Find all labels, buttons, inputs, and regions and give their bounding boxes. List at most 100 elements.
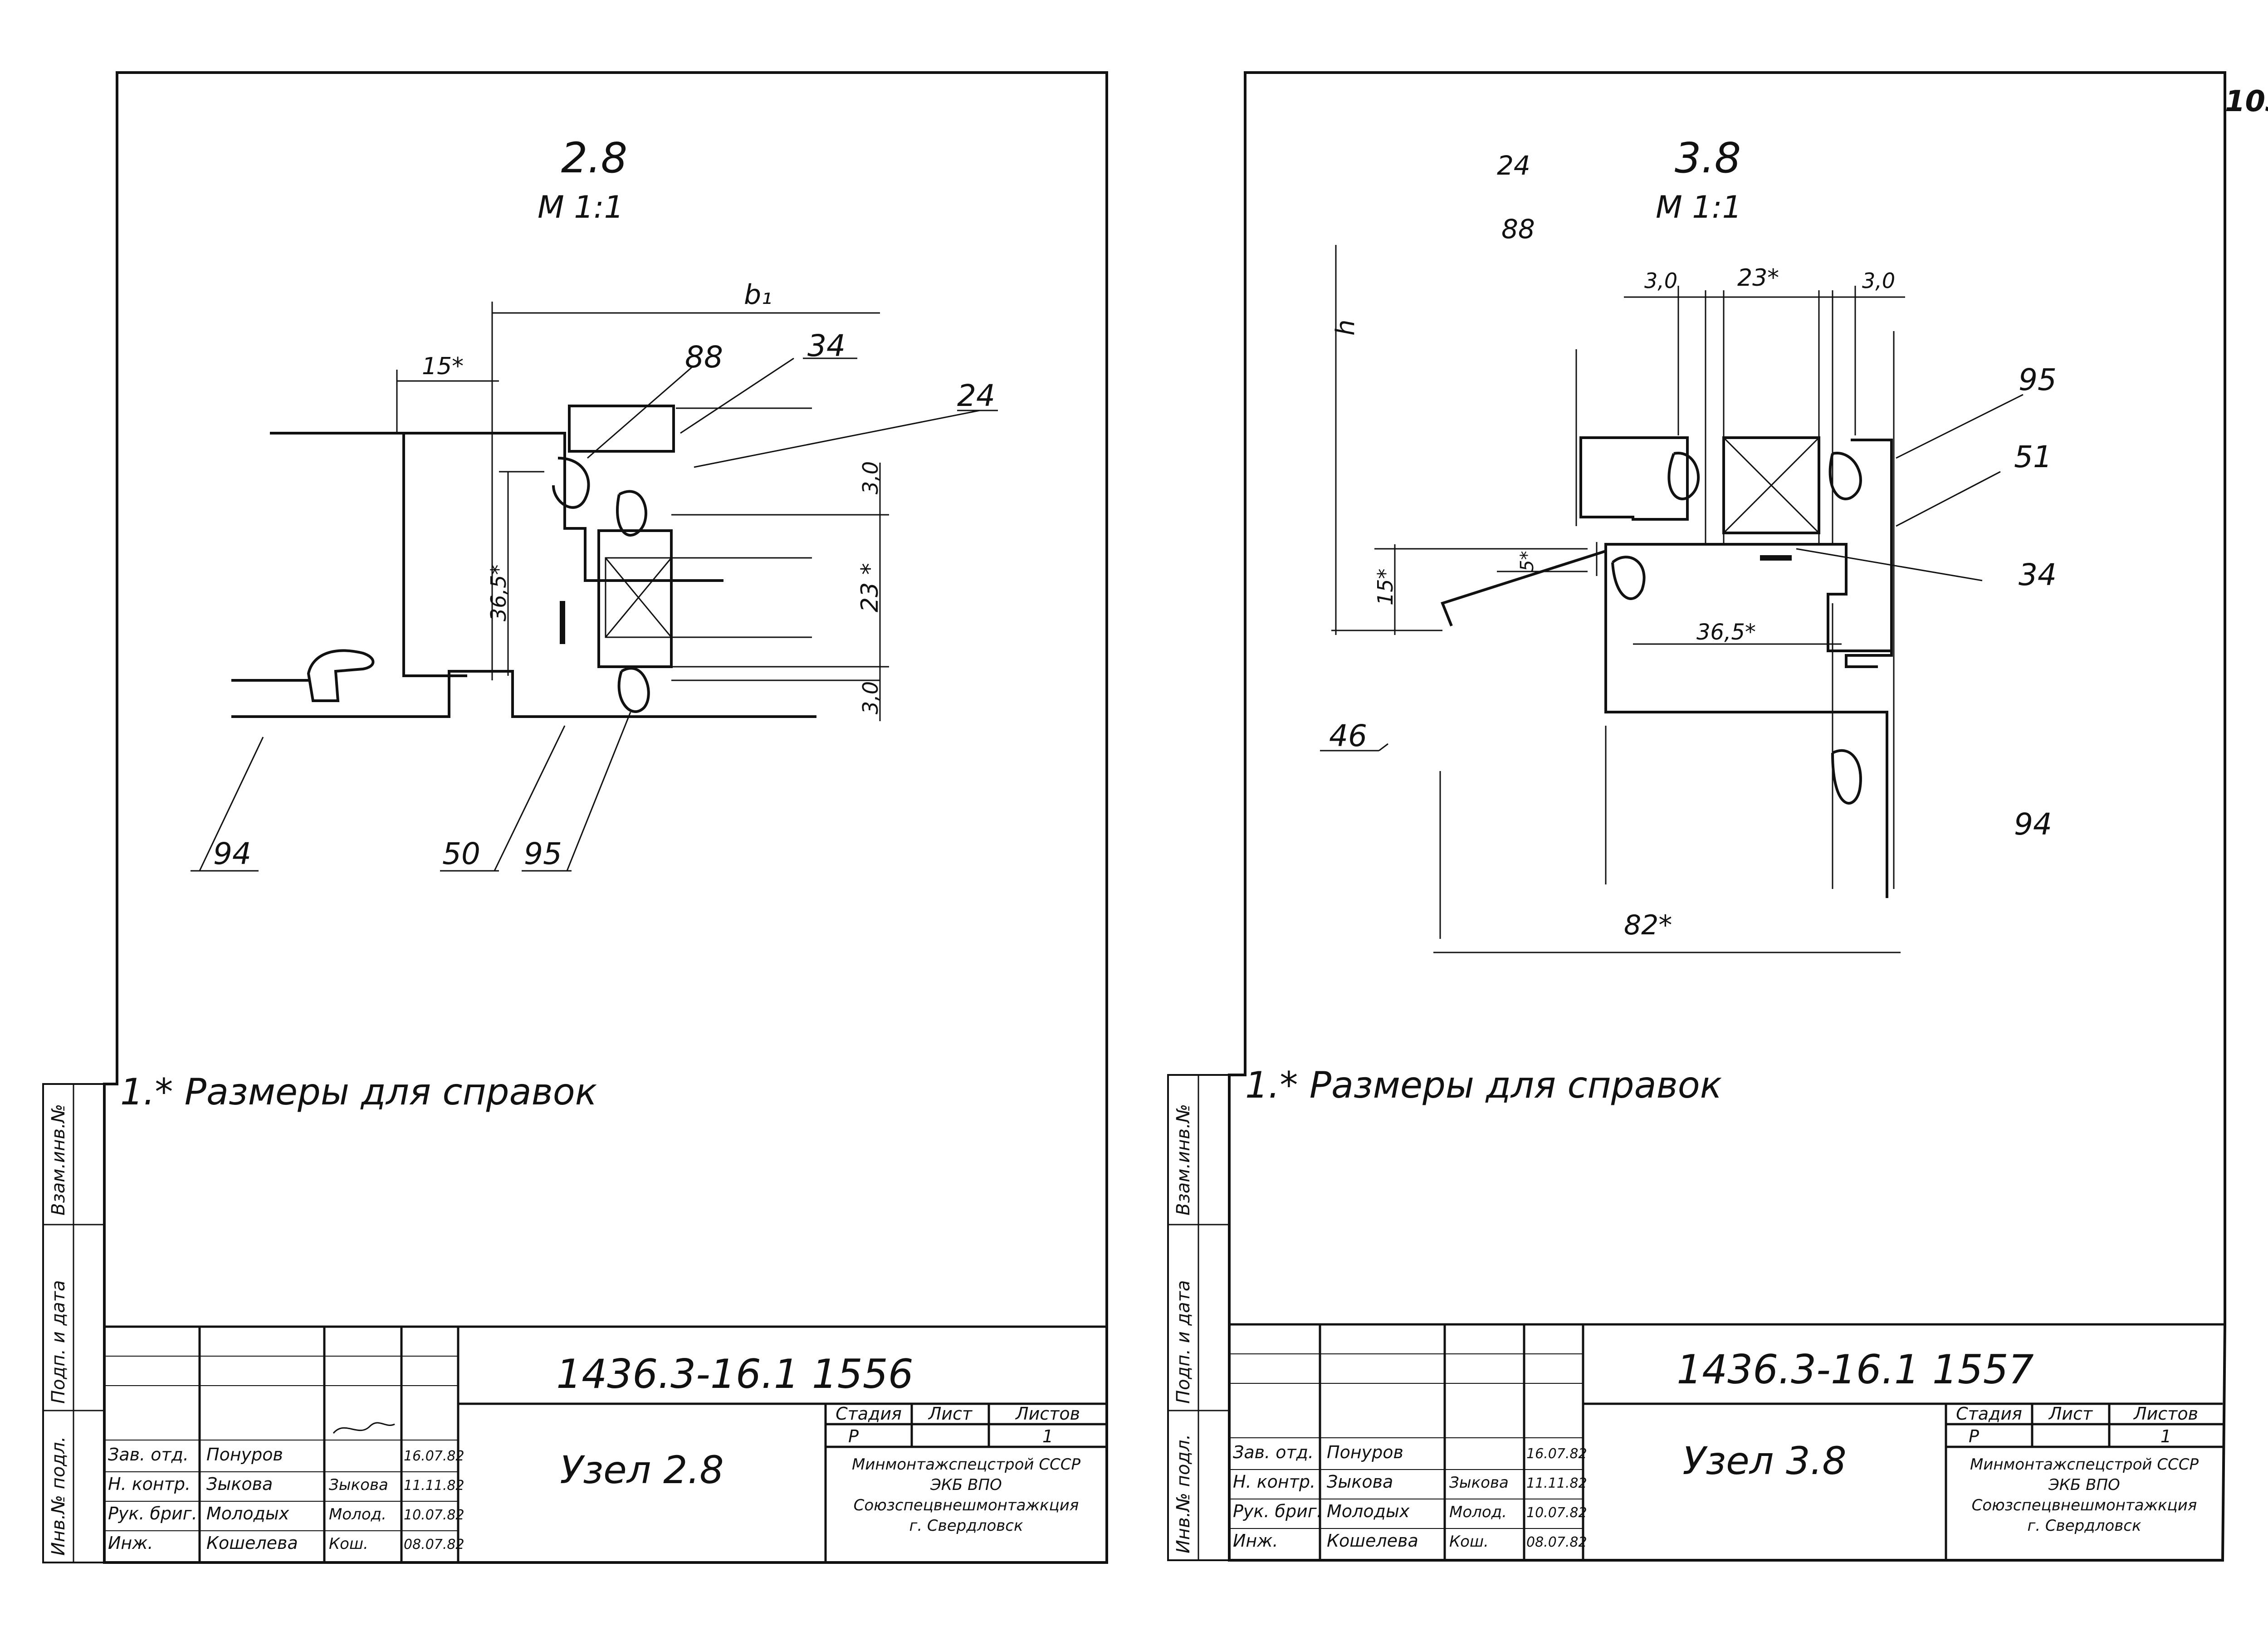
side-label-sign: Подп. и дата	[48, 1280, 69, 1404]
name-1: Понуров	[1327, 1442, 1403, 1462]
callout-34: 34	[2019, 557, 2057, 592]
date-4: 08.07.82	[1526, 1534, 1587, 1550]
stage-value: Р	[848, 1426, 859, 1446]
dim-15: 15*	[422, 353, 464, 380]
org-line-2: ЭКБ ВПО	[930, 1476, 1002, 1494]
sheet-header: Лист	[2048, 1404, 2093, 1424]
side-label-replace: Взам.инв.№	[1173, 1104, 1194, 1216]
role-2: Н. контр.	[1233, 1472, 1315, 1492]
detail-title: 3.8	[1675, 134, 1741, 182]
drawing-code: 1436.3-16.1 1557	[1677, 1346, 2034, 1393]
date-2: 11.11.82	[404, 1478, 464, 1494]
signature-3: Молод.	[1449, 1503, 1507, 1521]
side-label-inv: Инв.№ подл.	[1173, 1434, 1194, 1553]
detail-title: 2.8	[561, 134, 627, 182]
dim-b1: b₁	[744, 279, 772, 311]
sheets-header: Листов	[2133, 1404, 2198, 1424]
dim-23: 23 *	[856, 563, 884, 612]
drawing-code: 1436.3-16.1 1556	[556, 1351, 914, 1397]
date-4: 08.07.82	[404, 1537, 464, 1553]
callout-24: 24	[957, 378, 995, 413]
node-title: Узел 2.8	[560, 1448, 724, 1492]
callout-95: 95	[524, 836, 562, 871]
callout-34: 34	[807, 328, 846, 363]
dim-3-0-bottom: 3,0	[858, 681, 883, 714]
side-strip: Инв.№ подл. Подп. и дата Взам.инв.№	[42, 1083, 105, 1563]
org-line-2: ЭКБ ВПО	[2048, 1476, 2120, 1494]
role-4: Инж.	[1233, 1531, 1278, 1551]
role-1: Зав. отд.	[108, 1445, 189, 1465]
name-1: Понуров	[206, 1445, 283, 1465]
dim-15: 15*	[1373, 568, 1398, 605]
role-1: Зав. отд.	[1233, 1442, 1314, 1462]
date-3: 10.07.82	[1526, 1505, 1587, 1521]
date-1: 16.07.82	[404, 1448, 464, 1464]
title-block	[104, 1325, 1107, 1563]
stage-header: Стадия	[1956, 1404, 2022, 1424]
org-line-3: Союзспецвнешмонтажкция	[854, 1496, 1079, 1514]
role-3: Рук. бриг.	[1233, 1501, 1322, 1521]
name-3: Молодых	[1327, 1501, 1410, 1521]
date-3: 10.07.82	[404, 1507, 464, 1523]
reference-note: 1.* Размеры для справок	[120, 1071, 597, 1113]
role-3: Рук. бриг.	[108, 1504, 197, 1523]
dimension-lines	[396, 302, 889, 721]
sheet-right: Инв.№ подл. Подп. и дата Взам.инв.№ 24 8…	[1167, 71, 2226, 1562]
dim-23: 23*	[1737, 264, 1779, 292]
dim-3-0-left: 3,0	[1644, 269, 1677, 293]
callout-94: 94	[2014, 807, 2052, 842]
sheets-value: 1	[1042, 1426, 1053, 1446]
dim-82: 82*	[1624, 909, 1672, 941]
sheets-value: 1	[2160, 1426, 2171, 1446]
detail-scale: М 1:1	[1656, 190, 1742, 225]
dim-3-0-right: 3,0	[1862, 269, 1895, 293]
title-block-rows	[104, 1356, 458, 1531]
signature-4: Кош.	[329, 1535, 368, 1553]
dim-36-5: 36,5*	[1696, 620, 1756, 645]
dim-36-5: 36,5*	[486, 565, 511, 621]
signature-2: Зыкова	[1449, 1474, 1509, 1492]
signature-scribble	[332, 1422, 395, 1434]
dimension-lines	[1331, 245, 1905, 953]
signature-3: Молод.	[329, 1505, 386, 1523]
section-hatch	[1439, 290, 1895, 939]
role-2: Н. контр.	[108, 1474, 191, 1494]
section-hatch	[605, 407, 880, 681]
name-3: Молодых	[206, 1504, 289, 1523]
org-line-3: Союзспецвнешмонтажкция	[1972, 1496, 2197, 1514]
title-block-rows	[1229, 1353, 1583, 1529]
signature-2: Зыкова	[329, 1476, 388, 1494]
callout-94: 94	[213, 836, 251, 871]
dim-3-0-top: 3,0	[858, 461, 883, 494]
side-label-inv: Инв.№ подл.	[48, 1436, 69, 1556]
page-number: 103	[2225, 85, 2268, 118]
top-label-24: 24	[1497, 150, 1530, 181]
sheet-header: Лист	[928, 1404, 973, 1424]
side-label-replace: Взам.инв.№	[48, 1104, 69, 1216]
stage-header: Стадия	[836, 1404, 902, 1424]
org-line-1: Минмонтажспецстрой СССР	[1970, 1455, 2199, 1474]
reference-note: 1.* Размеры для справок	[1245, 1064, 1722, 1106]
date-2: 11.11.82	[1526, 1475, 1587, 1491]
callout-50: 50	[442, 836, 480, 871]
dim-h: h	[1331, 320, 1360, 336]
org-line-4: г. Свердловск	[2027, 1517, 2141, 1535]
name-2: Зыкова	[1327, 1472, 1393, 1492]
signature-4: Кош.	[1449, 1533, 1489, 1551]
title-block	[1229, 1323, 2225, 1560]
name-4: Кошелева	[206, 1533, 298, 1553]
name-4: Кошелева	[1327, 1531, 1418, 1551]
side-strip: Инв.№ подл. Подп. и дата Взам.инв.№	[1167, 1074, 1230, 1561]
callout-88: 88	[685, 340, 723, 375]
name-2: Зыкова	[206, 1474, 273, 1494]
org-line-1: Минмонтажспецстрой СССР	[852, 1455, 1081, 1474]
detail-scale: М 1:1	[538, 190, 624, 225]
sheets-header: Листов	[1015, 1404, 1080, 1424]
callout-leaders	[1320, 394, 2024, 752]
sheet-frame	[1228, 71, 2226, 1562]
sheet-left: Инв.№ подл. Подп. и дата Взам.инв.№ 2.8 …	[42, 71, 1108, 1564]
section-drawing	[231, 405, 816, 718]
dim-5: 5*	[1517, 551, 1538, 571]
side-label-sign: Подп. и дата	[1173, 1280, 1194, 1404]
